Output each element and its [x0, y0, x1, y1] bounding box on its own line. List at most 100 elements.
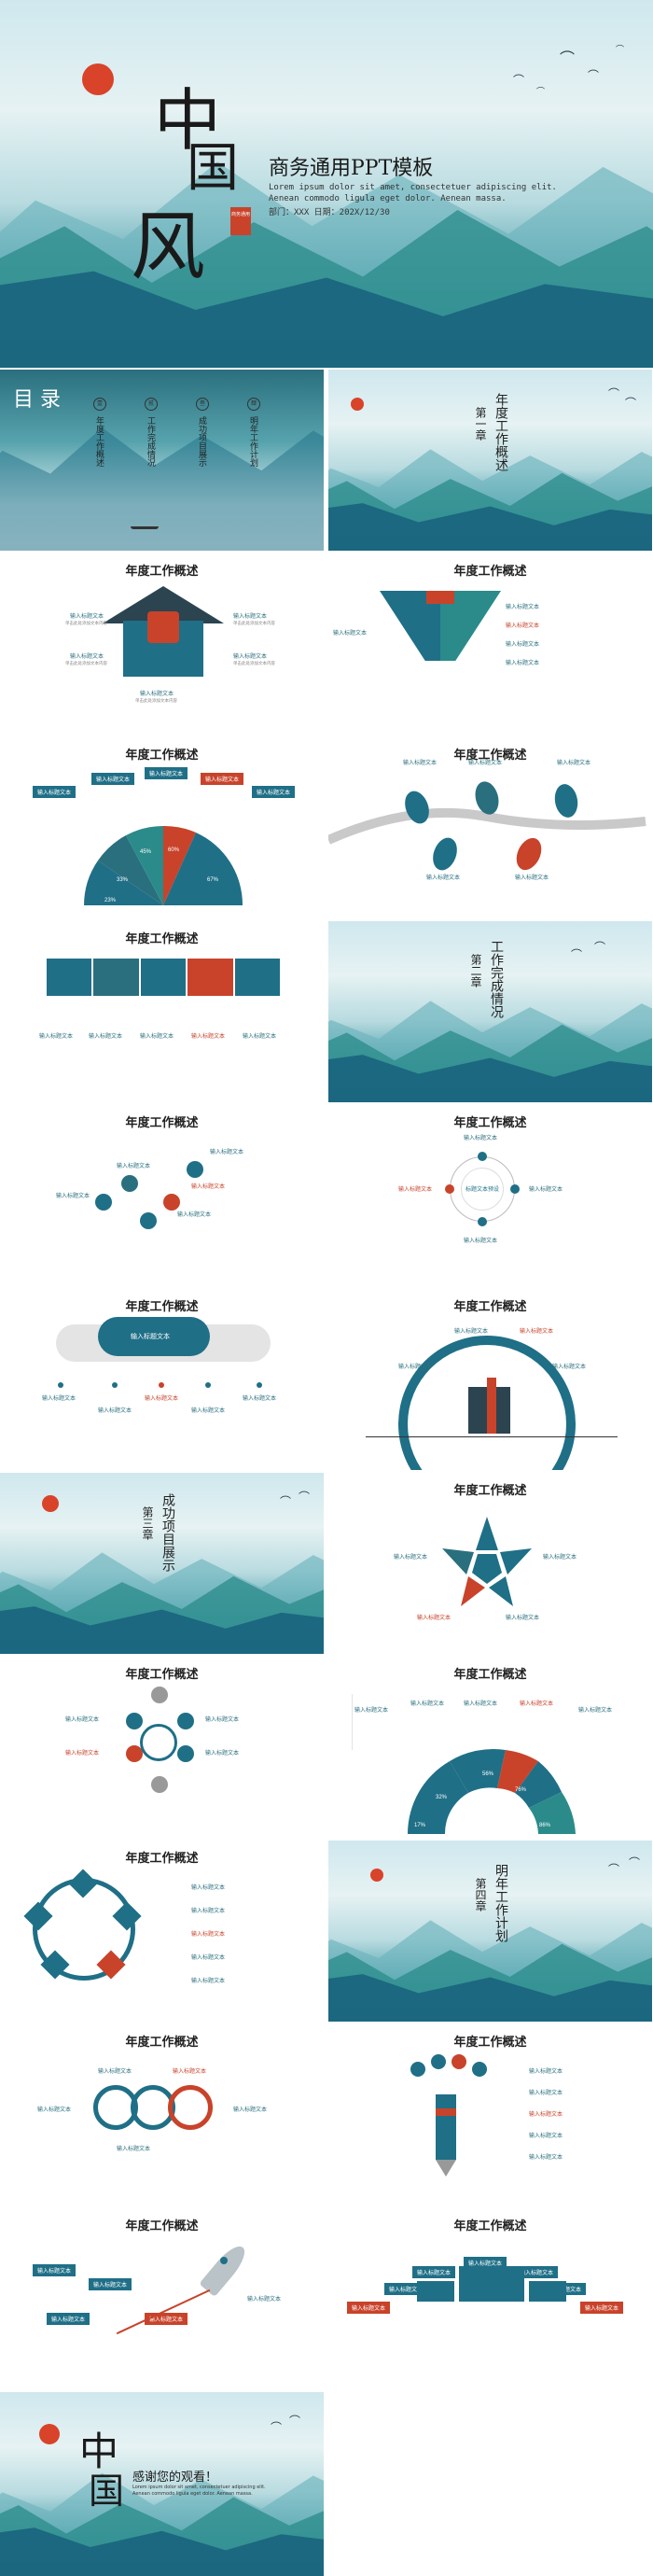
- label: 输入标题文本: [39, 1034, 74, 1040]
- label-pill: 输入标题文本: [145, 767, 188, 779]
- donut-value: 17%: [414, 1823, 426, 1828]
- label: 输入标题文本: [398, 1187, 433, 1193]
- ring-node: [445, 1184, 454, 1194]
- big-char: 中: [79, 2429, 119, 2474]
- label: 输入标题文本: [70, 654, 104, 660]
- label: 输入标题文本: [243, 1396, 277, 1402]
- red-sun: [351, 398, 364, 411]
- label: 输入标题文本: [464, 1136, 498, 1141]
- label: 输入标题文本: [506, 661, 540, 666]
- donut-value: 56%: [482, 1771, 494, 1777]
- center-ring: [140, 1724, 177, 1761]
- pencil-tip: [436, 2160, 456, 2177]
- label-pill: 输入标题文本: [201, 773, 244, 785]
- puzzle-piece: [47, 959, 92, 996]
- ground-line: [366, 1436, 618, 1437]
- slide-title: 年度工作概述: [453, 748, 527, 762]
- sub-text: 单击此处添加文本内容: [65, 661, 107, 665]
- stair-block: [529, 2281, 566, 2302]
- cover-lorem: Aenean commodo ligula eget dolor. Aenean…: [269, 194, 507, 203]
- toc-item-text: 年度工作概述: [94, 416, 104, 467]
- bird-icon: ⌒: [536, 88, 546, 97]
- slide-title: 年度工作概述: [125, 1115, 199, 1129]
- label: 输入标题文本: [191, 1885, 226, 1891]
- node: [58, 1382, 63, 1388]
- label: 输入标题文本: [426, 875, 461, 881]
- sub-text: 单击此处添加文本内容: [65, 621, 107, 625]
- red-sun: [39, 2424, 60, 2444]
- bulb-icon: [472, 2062, 487, 2077]
- label: 输入标题文本: [552, 1365, 587, 1370]
- content-slide-pencil: 年度工作概述 输入标题文本 输入标题文本 输入标题文本 输入标题文本 输入标题文…: [328, 2024, 652, 2205]
- label: 输入标题文本: [506, 623, 540, 629]
- bulb-icon: [452, 2054, 466, 2069]
- puzzle-piece: [93, 959, 139, 996]
- label-pill: 输入标题文本: [515, 2266, 559, 2278]
- slide-title: 年度工作概述: [125, 1667, 199, 1681]
- label: 输入标题文本: [506, 605, 540, 610]
- content-slide-steps: 年度工作概述 输入标题文本 输入标题文本 输入标题文本 输入标题文本 输入标题文…: [0, 1105, 324, 1286]
- slide-title: 年度工作概述: [125, 2035, 199, 2049]
- label-pill: 输入标题文本: [33, 2264, 76, 2276]
- big-char: 国: [89, 2471, 125, 2512]
- gear-icon: [151, 1687, 168, 1703]
- sub-text: 单击此处添加文本内容: [233, 661, 275, 665]
- ring-node: [510, 1184, 520, 1194]
- cover-slide: ⌒ ⌒ ⌒ ⌒ ⌒ 中 国 风 商务通用 商务通用PPT模板 Lorem ips…: [0, 0, 653, 368]
- thanks-text: 感谢您的观看！: [132, 2471, 218, 2485]
- label: 输入标题文本: [529, 2134, 563, 2139]
- slide-title: 年度工作概述: [453, 1667, 527, 1681]
- cloud-label: 输入标题文本: [131, 1333, 170, 1340]
- node: [112, 1382, 118, 1388]
- chapter-title: 明年工作计划: [493, 1864, 508, 1942]
- ring: [168, 2085, 213, 2130]
- gear-icon: [177, 1745, 194, 1762]
- label: 输入标题文本: [529, 2155, 563, 2161]
- red-stamp: 商务通用: [230, 207, 251, 235]
- puzzle-piece: [188, 959, 233, 996]
- label: 输入标题文本: [454, 1329, 489, 1335]
- toc-title: 目 录: [13, 388, 61, 412]
- label: 输入标题文本: [205, 1717, 240, 1723]
- content-slide-stairs: 年度工作概述 输入标题文本 输入标题文本 输入标题文本 输入标题文本 输入标题文…: [328, 2208, 652, 2389]
- label-pill: 输入标题文本: [91, 773, 135, 785]
- pie-value: 45%: [140, 849, 152, 855]
- bird-icon: ⌒: [625, 397, 637, 410]
- chapter-num: 第四章: [474, 1878, 487, 1911]
- content-slide-v-chart: 年度工作概述 输入标题文本 输入标题文本 输入标题文本 输入标题文本 输入标题文…: [328, 553, 652, 735]
- toc-item-text: 明年工作计划: [248, 416, 257, 467]
- end-lorem: Lorem ipsum dolor sit amet, consectetuer…: [132, 2485, 266, 2490]
- chapter-slide: ⌒ ⌒ 年度工作概述 第一章: [328, 370, 652, 551]
- label: 输入标题文本: [56, 1194, 90, 1199]
- slide-title: 年度工作概述: [125, 1299, 199, 1313]
- bird-icon: ⌒: [571, 948, 583, 961]
- cover-lorem: Lorem ipsum dolor sit amet, consectetuer…: [269, 183, 557, 192]
- label: 输入标题文本: [191, 1184, 226, 1190]
- bird-icon: ⌒: [271, 2421, 283, 2434]
- label: 输入标题文本: [529, 1187, 563, 1193]
- red-sun: [82, 63, 114, 95]
- bulb-icon: [410, 2062, 425, 2077]
- toc-item: 壹 年度工作概述: [89, 398, 113, 510]
- label: 输入标题文本: [65, 1751, 100, 1757]
- label-pill: 输入标题文本: [33, 786, 76, 798]
- label: 输入标题文本: [578, 1708, 613, 1714]
- label: 输入标题文本: [468, 761, 503, 766]
- bird-icon: ⌒: [560, 49, 576, 67]
- label: 输入标题文本: [529, 2069, 563, 2075]
- toc-num-circle: 壹: [93, 398, 106, 411]
- chapter-slide: ⌒ ⌒ 明年工作计划 第四章: [328, 1841, 652, 2022]
- gear-icon: [151, 1776, 168, 1793]
- label: 输入标题文本: [543, 1555, 577, 1561]
- red-sun: [42, 1495, 59, 1512]
- node: [159, 1382, 164, 1388]
- bird-icon: ⌒: [513, 74, 525, 87]
- label: 输入标题文本: [145, 1396, 179, 1402]
- chapter-slide: ⌒ ⌒ 工作完成情况 第二章: [328, 921, 652, 1102]
- label-pill: 输入标题文本: [89, 2278, 132, 2290]
- label: 输入标题文本: [333, 631, 368, 637]
- step-icon: [95, 1194, 112, 1211]
- arch: [398, 1336, 576, 1470]
- label-pill: 输入标题文本: [252, 786, 296, 798]
- slide-title: 年度工作概述: [453, 2219, 527, 2233]
